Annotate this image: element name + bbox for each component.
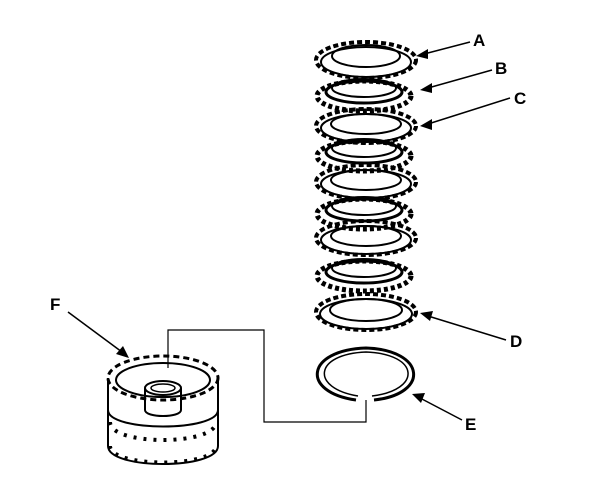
snap-ring [315,346,416,402]
clutch-drum [106,354,220,465]
callout-label-b: B [495,59,507,78]
callout-label-f: F [50,295,60,314]
callout-label-c: C [514,89,526,108]
friction-disc [314,258,414,294]
callout-label-e: E [465,415,476,434]
friction-disc [314,78,414,114]
clutch-plate [314,219,418,257]
reference-leader [167,329,367,423]
clutch-pack-stack [314,40,418,332]
callout-label-d: D [510,332,522,351]
friction-disc [314,196,414,232]
end-plate-bottom [314,292,418,332]
callout-label-a: A [473,31,485,50]
end-plate-top [314,40,418,80]
callout-arrows [67,41,511,421]
clutch-plate [314,107,418,145]
